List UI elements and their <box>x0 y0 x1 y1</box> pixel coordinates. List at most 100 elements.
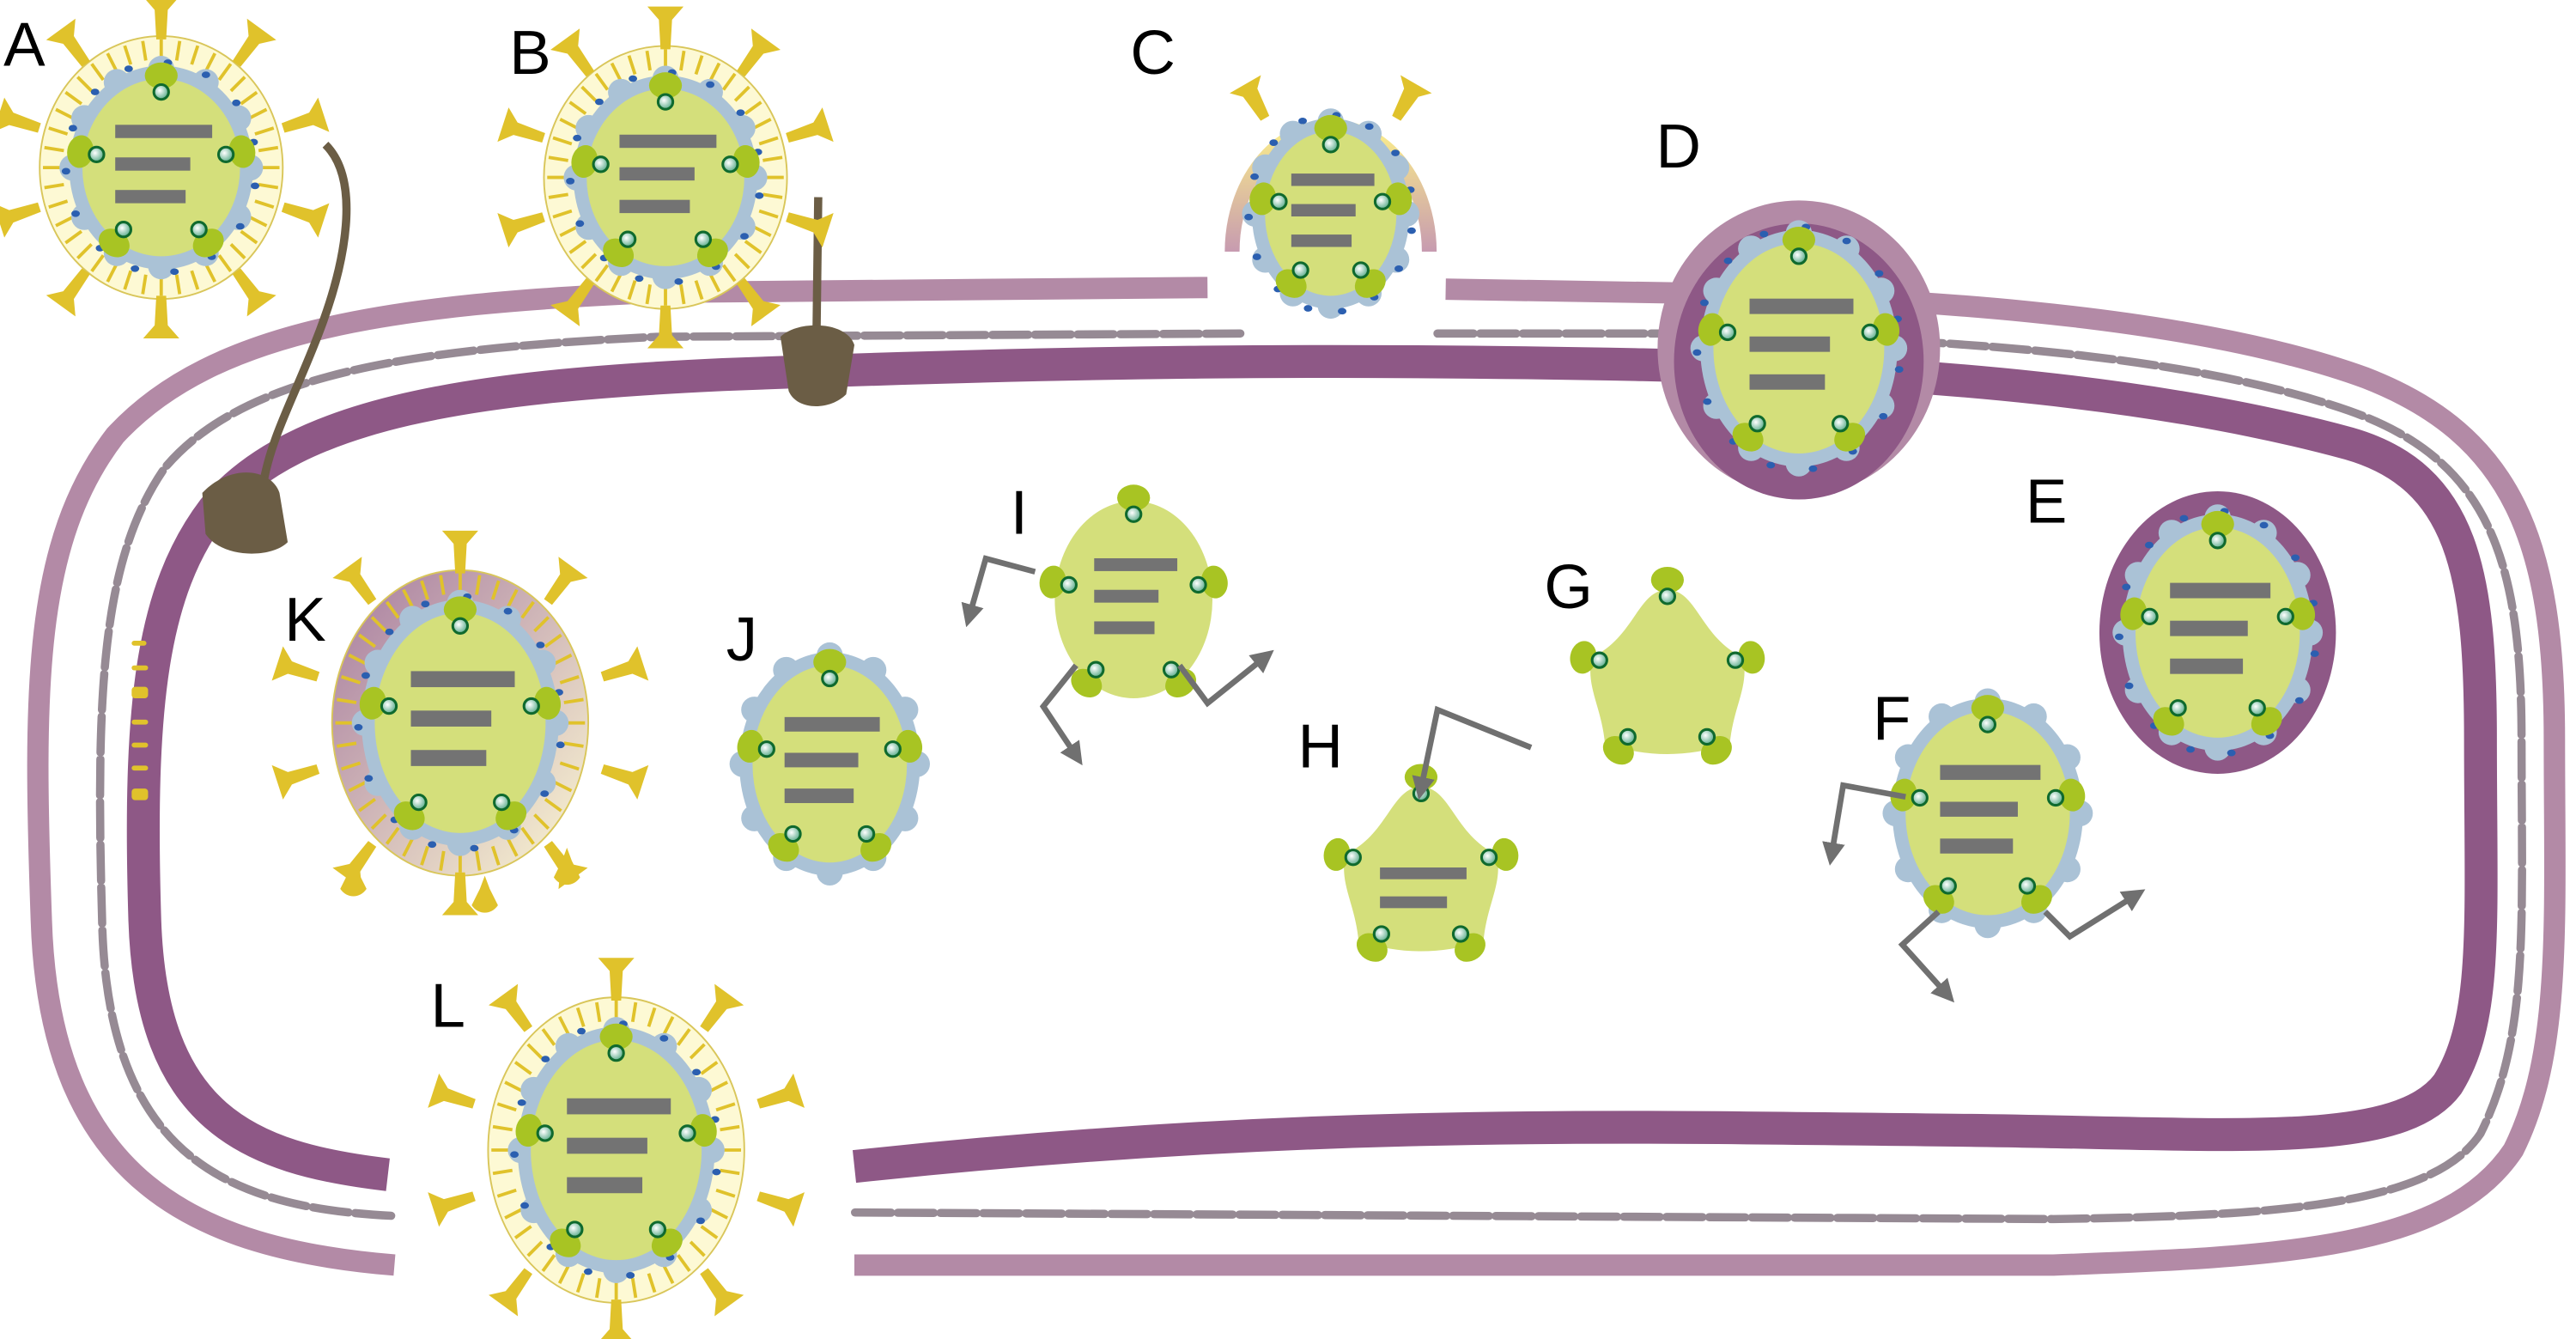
envelope-stripe <box>630 1001 638 1023</box>
envelope-stripe <box>341 675 361 685</box>
envelope-stripe <box>370 813 387 831</box>
envelope-stripe <box>563 741 584 748</box>
polymerase-dot <box>1939 877 1957 895</box>
envelope-stripe <box>708 62 721 82</box>
envelope-dot <box>232 99 241 107</box>
envelope-dot <box>1699 299 1709 307</box>
genome-segment <box>567 1137 647 1154</box>
polymerase-dot <box>678 1124 696 1142</box>
envelope-stripe <box>758 209 779 219</box>
polymerase-dot <box>1748 415 1766 433</box>
label-j: J <box>726 605 757 674</box>
envelope-dot <box>2144 541 2154 549</box>
polymerase-dot <box>1189 575 1207 594</box>
envelope-stripe <box>258 145 279 153</box>
envelope-dot <box>1874 270 1884 277</box>
spike <box>281 97 330 133</box>
envelope-stripe <box>762 155 783 162</box>
capsid-bump <box>1868 277 1895 304</box>
envelope-stripe <box>385 600 400 619</box>
envelope-stripe <box>733 253 750 270</box>
envelope-stripe <box>475 575 482 595</box>
envelope-dot <box>71 210 81 217</box>
stage-labels: A B C D E F G H I J K L <box>3 10 2067 1041</box>
genome-segment <box>1094 589 1159 603</box>
envelope-dot <box>68 125 77 132</box>
envelope-stripe <box>557 1264 570 1284</box>
capsid-bump <box>192 69 219 96</box>
spike <box>146 0 177 40</box>
spike <box>0 202 41 238</box>
spike <box>647 305 684 349</box>
envelope-stripe <box>48 199 69 210</box>
envelope-stripe <box>174 274 182 295</box>
envelope-stripe <box>358 797 376 813</box>
spike <box>489 1268 532 1317</box>
polymerase-dot <box>1162 660 1181 679</box>
envelope-dot <box>421 600 430 608</box>
envelope-dot <box>1692 349 1702 356</box>
spike <box>441 530 478 574</box>
envelope-stripe <box>610 273 623 293</box>
core <box>1590 589 1745 755</box>
envelope-dot <box>170 268 179 276</box>
capsid-bump <box>1785 450 1813 477</box>
envelope-dot <box>755 192 764 199</box>
vertex-protein <box>1971 695 2005 721</box>
spike <box>550 28 594 77</box>
fiber-anchor-b <box>780 325 854 406</box>
label-k: K <box>284 585 325 654</box>
envelope-dot <box>2122 583 2131 591</box>
envelope-stripe <box>610 62 623 82</box>
spike <box>647 6 684 50</box>
polymerase-dot <box>522 697 540 715</box>
capsid-bump <box>685 1196 713 1224</box>
vertex-protein <box>144 62 178 89</box>
envelope-stripe <box>645 50 652 71</box>
capsid-bump <box>1355 120 1382 148</box>
envelope-stripe <box>568 240 587 254</box>
spike <box>737 28 781 77</box>
envelope-stripe <box>647 1007 657 1027</box>
arrow-i-3 <box>1177 649 1274 708</box>
envelope-dot <box>124 65 133 72</box>
envelope-stripe <box>677 1254 691 1272</box>
envelope-stripe <box>553 780 573 793</box>
envelope-stripe <box>700 1061 719 1075</box>
spike <box>497 212 545 248</box>
polymerase-dot <box>1291 261 1309 279</box>
genome-segment <box>1940 838 2014 854</box>
envelope-stripe <box>504 1080 524 1093</box>
vertex-protein <box>1314 114 1347 142</box>
envelope-stripe <box>700 1225 719 1239</box>
capsid-bump <box>148 253 175 280</box>
arrow-f-3 <box>2043 889 2146 940</box>
envelope-dot <box>510 1151 519 1158</box>
envelope-dot <box>2291 554 2300 562</box>
envelope-dot <box>575 220 585 228</box>
polymerase-dot <box>114 221 133 239</box>
polymerase-dot <box>1479 849 1498 867</box>
envelope-stripe <box>594 1277 602 1299</box>
envelope-stripe <box>694 280 704 301</box>
envelope-dot <box>517 1099 526 1106</box>
envelope-stripe <box>439 850 446 871</box>
capsid-bump <box>1317 292 1345 320</box>
envelope-stripe <box>513 1225 532 1239</box>
envelope-dot <box>712 1168 721 1176</box>
capsid-bump <box>364 649 392 677</box>
envelope-stripe <box>645 283 652 305</box>
envelope-stripe <box>563 697 584 704</box>
envelope-stripe <box>44 145 64 153</box>
envelope-dot <box>629 75 638 82</box>
polymerase-dot <box>2276 607 2294 625</box>
envelope-stripe <box>720 1168 740 1176</box>
envelope-stripe <box>568 100 587 115</box>
envelope-dot <box>364 775 374 782</box>
capsid-bump <box>652 263 679 289</box>
genome-segment <box>410 750 487 766</box>
capsid-bump <box>773 656 799 684</box>
capsid-bump <box>1738 235 1765 262</box>
envelope-dot <box>2227 749 2236 757</box>
polymerase-dot <box>1060 575 1078 594</box>
